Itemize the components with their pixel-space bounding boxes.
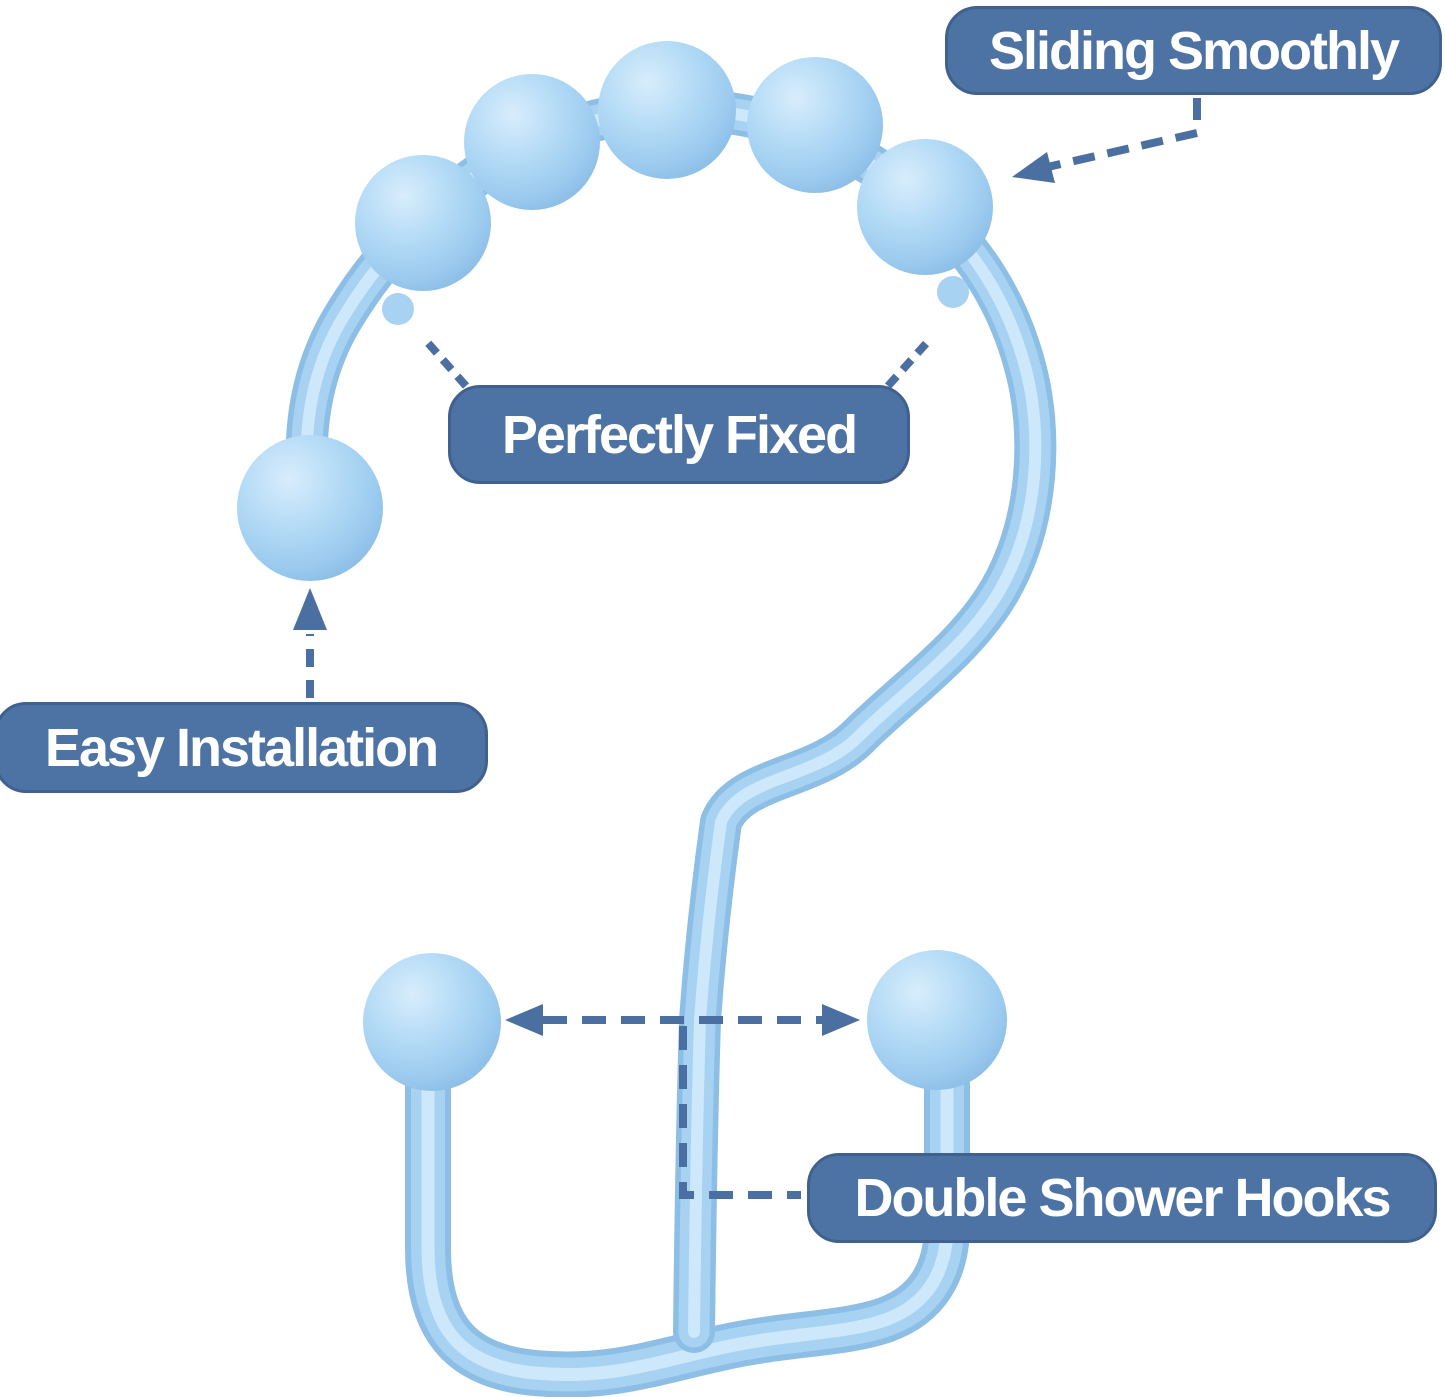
arrowhead — [1012, 152, 1055, 183]
callout-easy-installation: Easy Installation — [0, 702, 488, 793]
arrowhead-right — [822, 1004, 860, 1036]
roller-bead-5 — [857, 139, 993, 275]
wire-stopper-right — [937, 276, 969, 308]
roller-beads — [355, 41, 993, 291]
double-hooks-connector-line — [679, 1026, 801, 1199]
roller-bead-2 — [464, 74, 600, 210]
perfectly-fixed-line-left — [425, 340, 469, 389]
perfectly-fixed-line-right — [885, 335, 934, 389]
callout-sliding-smoothly: Sliding Smoothly — [945, 6, 1442, 95]
arrowhead-left — [505, 1004, 543, 1036]
glide-ball-right — [867, 950, 1007, 1090]
sliding-smoothly-arrow — [1012, 98, 1201, 183]
hook-spacing-arrow — [505, 1004, 860, 1036]
roller-bead-3 — [598, 41, 736, 179]
roller-bead-1 — [355, 155, 491, 291]
callout-double-shower-hooks: Double Shower Hooks — [807, 1153, 1437, 1243]
hook-bottom-tube — [405, 1063, 970, 1397]
glide-ball-left — [363, 953, 501, 1091]
end-ball — [237, 435, 383, 581]
callout-perfectly-fixed: Perfectly Fixed — [448, 385, 910, 484]
easy-installation-arrow — [293, 588, 327, 698]
wire-stopper-left — [382, 293, 414, 325]
roller-bead-4 — [747, 57, 883, 193]
arrowhead — [293, 588, 327, 630]
